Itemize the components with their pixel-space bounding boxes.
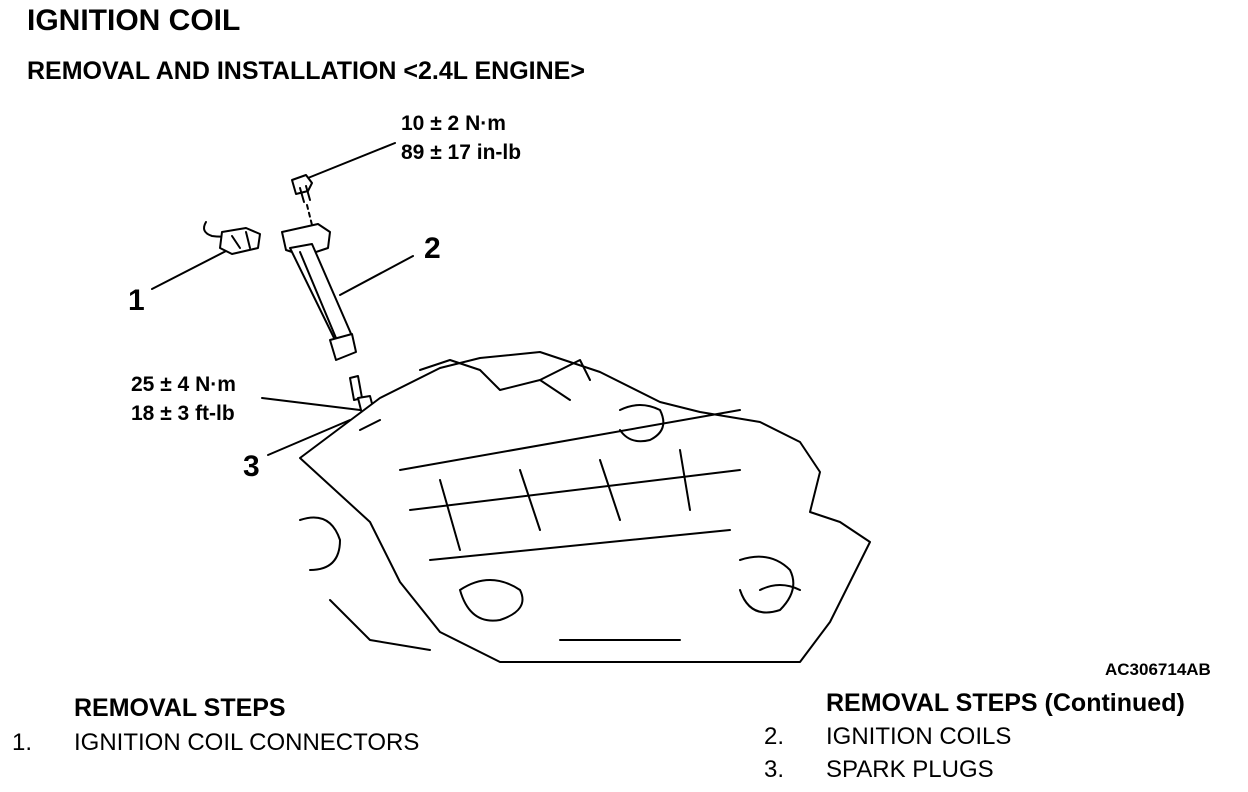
bolt-torque-spec: 10 ± 2 N·m 89 ± 17 in-lb	[401, 109, 521, 167]
removal-steps-heading: REMOVAL STEPS	[74, 694, 286, 722]
ignition-coil-icon	[281, 223, 357, 361]
bolt-torque-imperial: 89 ± 17 in-lb	[401, 141, 522, 164]
engine-block-icon	[299, 351, 871, 663]
callout-2-leader	[339, 255, 414, 296]
plug-torque-leader	[261, 397, 361, 411]
plug-torque-spec: 25 ± 4 N·m 18 ± 3 ft-lb	[131, 370, 236, 428]
callout-2: 2	[424, 232, 441, 265]
list-item-number: 3.	[764, 756, 785, 783]
ignition-coil-connector-icon	[203, 221, 261, 255]
list-item-label: IGNITION COIL CONNECTORS	[74, 729, 420, 756]
removal-steps-continued-heading: REMOVAL STEPS (Continued)	[826, 689, 1185, 717]
plug-torque-imperial: 18 ± 3 ft-lb	[131, 402, 235, 425]
page-title: IGNITION COIL	[27, 4, 241, 37]
list-item-label: IGNITION COILS	[826, 723, 1012, 750]
bolt-torque-metric: 10 ± 2 N·m	[401, 112, 506, 135]
list-item-number: 1.	[12, 729, 33, 756]
plug-torque-metric: 25 ± 4 N·m	[131, 373, 236, 396]
bolt-icon	[291, 174, 313, 226]
callout-1: 1	[128, 284, 145, 317]
bolt-torque-leader	[302, 142, 396, 181]
callout-3-leader	[267, 419, 351, 456]
page-subtitle: REMOVAL AND INSTALLATION <2.4L ENGINE>	[27, 57, 585, 85]
figure-id: AC306714AB	[1105, 660, 1211, 679]
callout-1-leader	[151, 249, 229, 290]
list-item-label: SPARK PLUGS	[826, 756, 994, 783]
list-item-number: 2.	[764, 723, 785, 750]
callout-3: 3	[243, 450, 260, 483]
